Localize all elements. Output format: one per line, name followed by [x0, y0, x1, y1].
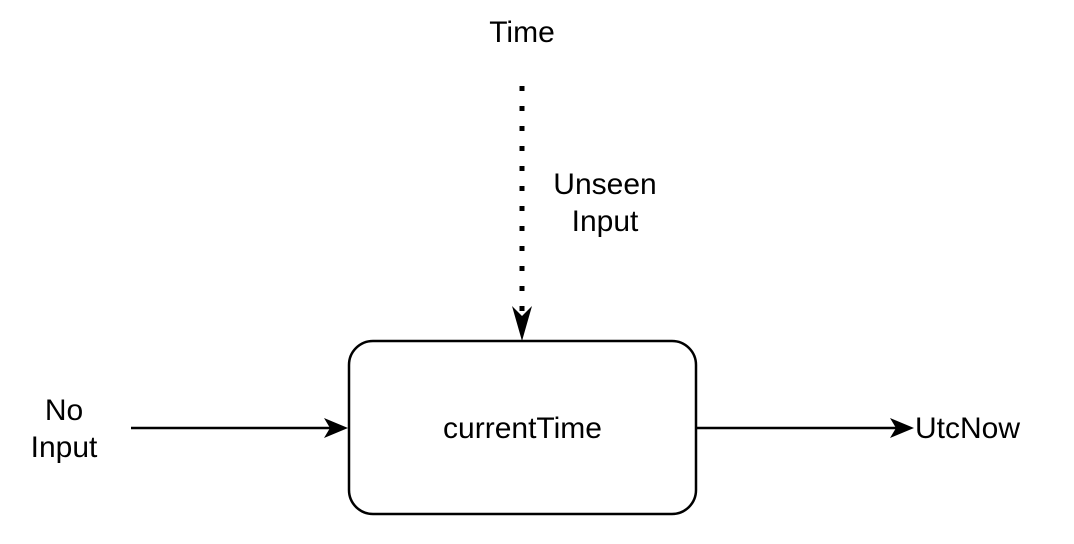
- process-label: currentTime: [349, 410, 696, 447]
- source-label-time: Time: [462, 14, 582, 51]
- source-text: Time: [489, 16, 555, 49]
- edge-label-line-1: Unseen: [553, 168, 657, 201]
- input-label-no-input: No Input: [12, 392, 116, 466]
- output-label-utcnow: UtcNow: [915, 410, 1065, 447]
- process-text: currentTime: [443, 412, 602, 445]
- output-text: UtcNow: [915, 412, 1021, 445]
- edge-label-line-2: Input: [571, 205, 639, 238]
- no-input-arrowhead: [324, 418, 348, 438]
- unseen-input-arrowhead: [512, 306, 532, 341]
- output-arrowhead: [890, 418, 914, 438]
- input-label-line-1: No: [44, 394, 84, 427]
- input-label-line-2: Input: [30, 431, 98, 464]
- edge-label-unseen-input: Unseen Input: [530, 166, 680, 240]
